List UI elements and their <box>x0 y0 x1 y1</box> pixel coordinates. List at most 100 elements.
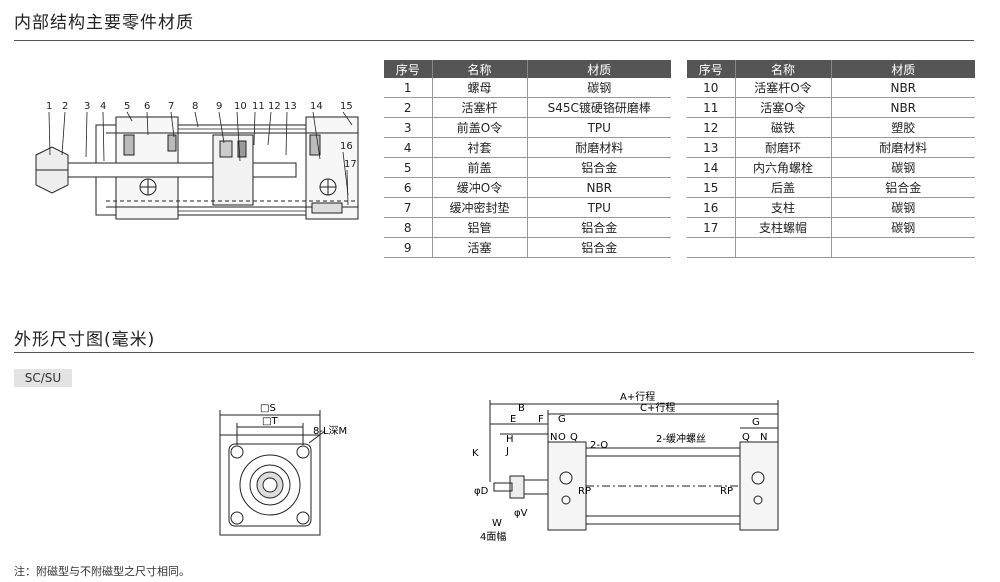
part-material: 铝合金 <box>526 157 671 178</box>
header-material: 材质 <box>526 60 671 78</box>
part-callout: 4 <box>100 101 106 112</box>
leader-line <box>102 111 105 162</box>
part-material: 铝合金 <box>830 177 975 198</box>
leader-line <box>253 111 256 146</box>
dim-e-label: E <box>510 414 516 425</box>
part-callout: 8 <box>192 101 198 112</box>
row-no: 8 <box>384 217 432 238</box>
part-name: 磁铁 <box>734 117 831 138</box>
section-rule <box>14 40 974 41</box>
part-name <box>734 237 831 258</box>
row-no: 1 <box>384 78 432 98</box>
series-tag: SC/SU <box>14 369 72 387</box>
leader-line <box>312 111 321 160</box>
row-no: 14 <box>687 157 735 178</box>
dim-d-label: φD <box>474 486 489 497</box>
row-no: 16 <box>687 197 735 218</box>
dim-n-label: N <box>550 432 557 443</box>
part-material: S45C镀硬铬研磨棒 <box>526 97 671 118</box>
row-no: 10 <box>687 78 735 98</box>
part-material: NBR <box>830 97 975 118</box>
leader-line <box>85 111 88 158</box>
part-callout: 11 <box>252 101 265 112</box>
row-no: 12 <box>687 117 735 138</box>
leader-line <box>267 111 272 146</box>
dim-w-label: W <box>492 518 502 529</box>
dim-faces-label: 4面幅 <box>480 530 506 543</box>
row-no: 7 <box>384 197 432 218</box>
part-material: 碳钢 <box>830 157 975 178</box>
row-no: 9 <box>384 237 432 258</box>
dim-q-label: Q <box>570 432 578 443</box>
dim-t-label: □T <box>262 416 278 427</box>
leader-line <box>285 111 288 156</box>
row-no: 11 <box>687 97 735 118</box>
leader-line <box>218 111 225 144</box>
part-material: TPU <box>526 117 671 138</box>
row-no: 3 <box>384 117 432 138</box>
part-material: 耐磨材料 <box>830 137 975 158</box>
part-material: 铝合金 <box>526 217 671 238</box>
part-name: 耐磨环 <box>734 137 831 158</box>
footnote: 注：附磁型与不附磁型之尺寸相同。 <box>14 565 190 578</box>
part-material: 耐磨材料 <box>526 137 671 158</box>
front-view-drawing: □S □T 8-L深M <box>219 403 347 536</box>
dim-v-label: φV <box>514 508 528 519</box>
part-callout: 7 <box>168 101 174 112</box>
dim-rp2-label: RP <box>720 486 733 497</box>
part-name: 活塞O令 <box>734 97 831 118</box>
row-no: 15 <box>687 177 735 198</box>
dim-g-label: G <box>558 414 566 425</box>
part-material: NBR <box>830 78 975 98</box>
dim-holes-label: 8-L深M <box>313 425 347 437</box>
dim-g2-label: G <box>752 417 760 428</box>
dim-o-label: O <box>558 432 566 443</box>
leader-line <box>342 111 353 126</box>
row-no: 6 <box>384 177 432 198</box>
row-no: 5 <box>384 157 432 178</box>
part-callout: 14 <box>310 101 323 112</box>
part-material: 碳钢 <box>830 217 975 238</box>
row-no <box>687 237 735 258</box>
leader-line <box>194 111 199 128</box>
leader-line <box>346 169 349 206</box>
part-callout: 12 <box>268 101 281 112</box>
part-callout: 10 <box>234 101 247 112</box>
row-no: 4 <box>384 137 432 158</box>
leader-line <box>126 111 133 122</box>
dim-s-label: □S <box>260 403 276 414</box>
part-callout: 16 <box>340 141 353 152</box>
part-name: 支柱 <box>734 197 831 218</box>
part-name: 内六角螺栓 <box>734 157 831 178</box>
dim-k-label: K <box>472 448 479 459</box>
section-title-dimensions: 外形尺寸图(毫米) <box>14 330 156 350</box>
part-name: 缓冲密封垫 <box>431 197 527 218</box>
part-material: TPU <box>526 197 671 218</box>
leader-line <box>61 111 66 156</box>
part-material: 塑胶 <box>830 117 975 138</box>
part-name: 后盖 <box>734 177 831 198</box>
leader-line <box>170 111 175 138</box>
part-name: 铝管 <box>431 217 527 238</box>
header-name: 名称 <box>431 60 527 78</box>
part-name: 活塞 <box>431 237 527 258</box>
part-name: 活塞杆O令 <box>734 78 831 98</box>
table-row <box>687 237 975 258</box>
dim-a-label: A+行程 <box>620 390 655 403</box>
part-material: 铝合金 <box>526 237 671 258</box>
dim-j-label: J <box>505 446 509 457</box>
